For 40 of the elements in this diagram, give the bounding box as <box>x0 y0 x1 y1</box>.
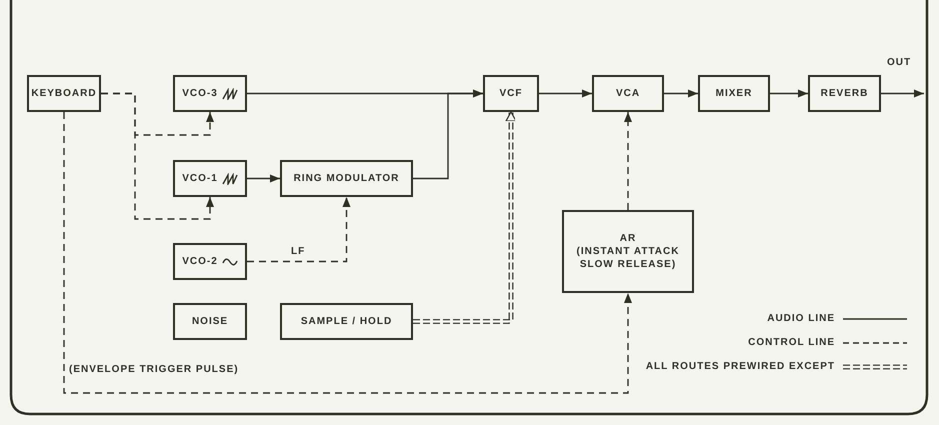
process-box <box>562 210 694 293</box>
dashed-arrow <box>247 197 350 262</box>
arrow <box>770 90 808 98</box>
node-label: MIXER <box>716 87 752 100</box>
dashed-arrow <box>624 112 632 210</box>
double-dashed-arrow <box>412 111 517 324</box>
arrow <box>413 90 483 180</box>
node-heading: AR <box>620 232 636 245</box>
node-label: VCO-2 <box>182 255 218 268</box>
node-label: KEYBOARD <box>31 87 97 100</box>
process-box <box>592 75 664 112</box>
node-label: SAMPLE / HOLD <box>300 315 392 328</box>
legend-label: CONTROL LINE <box>748 337 835 349</box>
node-label: REVERB <box>820 87 868 100</box>
node-label: VCO-3 <box>182 87 218 100</box>
node-label: (INSTANT ATTACK SLOW RELEASE) <box>576 245 680 271</box>
node-label: VCO-1 <box>182 172 218 185</box>
legend-label: AUDIO LINE <box>767 313 835 325</box>
process-box <box>280 160 413 197</box>
process-box <box>483 75 539 112</box>
process-box <box>173 160 247 197</box>
dashed-arrow <box>63 112 632 394</box>
node-label: NOISE <box>192 315 228 328</box>
process-box <box>173 75 247 112</box>
arrow <box>664 90 698 98</box>
edge-label: (ENVELOPE TRIGGER PULSE) <box>68 364 240 376</box>
node-label: RING MODULATOR <box>294 172 400 185</box>
arrow <box>881 90 924 98</box>
process-box <box>173 303 247 340</box>
process-box <box>27 75 101 112</box>
node-label: VCA <box>616 87 640 100</box>
arrow <box>247 174 280 182</box>
legend-label: ALL ROUTES PREWIRED EXCEPT <box>646 361 835 373</box>
process-box <box>173 243 247 280</box>
process-box <box>280 303 413 340</box>
process-box <box>808 75 881 112</box>
dashed-arrow <box>101 92 214 220</box>
process-box <box>698 75 770 112</box>
node-label: VCF <box>500 87 522 100</box>
arrow <box>539 90 592 98</box>
